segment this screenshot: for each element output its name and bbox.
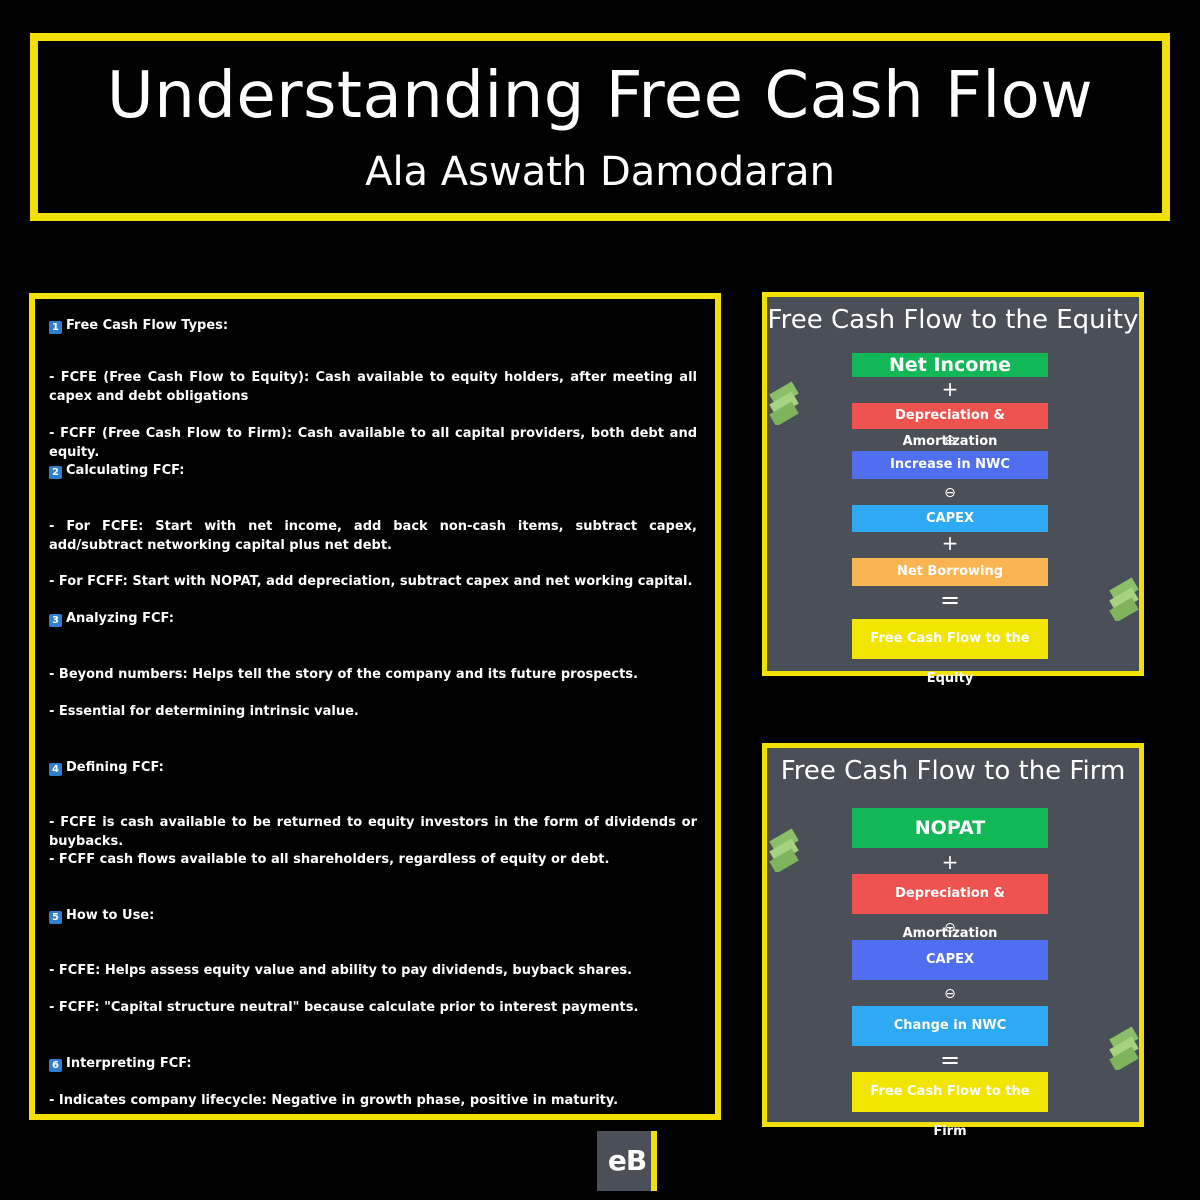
fcfe-net-borrowing-box: Net Borrowing — [852, 558, 1048, 586]
plus-icon: + — [941, 377, 959, 401]
fcfe-nwc-box: Increase in NWC — [852, 451, 1048, 479]
note-line: - Indicates company lifecycle: Negative … — [49, 1093, 619, 1108]
page-subtitle: Ala Aswath Damodaran — [365, 149, 835, 195]
logo-accent-bar — [651, 1131, 657, 1191]
fcff-depreciation-box: Depreciation & Amortization — [852, 874, 1048, 941]
note-line: - FCFE (Free Cash Flow to Equity): Cash … — [49, 370, 697, 404]
minus-icon: ⊖ — [944, 485, 956, 501]
money-stack-icon — [1109, 577, 1139, 621]
brand-logo: eB — [597, 1131, 657, 1191]
plus-icon: + — [941, 531, 959, 555]
money-stack-icon — [769, 828, 799, 872]
fcff-nwc-box: Change in NWC — [852, 1006, 1048, 1046]
fcfe-title: Free Cash Flow to the Equity — [767, 305, 1139, 335]
note-line: - FCFE: Helps assess equity value and ab… — [49, 963, 633, 978]
header-banner: Understanding Free Cash Flow Ala Aswath … — [30, 33, 1170, 221]
note-line: - FCFE is cash available to be returned … — [49, 815, 697, 849]
fcff-capex-box: CAPEX — [852, 940, 1048, 980]
number-2-icon: 2 — [49, 466, 62, 479]
plus-icon: + — [941, 850, 959, 874]
number-1-icon: 1 — [49, 321, 62, 334]
note-line: - For FCFF: Start with NOPAT, add deprec… — [49, 574, 693, 589]
note-line: - FCFF (Free Cash Flow to Firm): Cash av… — [49, 426, 697, 460]
money-stack-icon — [769, 381, 799, 425]
equals-icon: = — [939, 586, 961, 614]
number-6-icon: 6 — [49, 1059, 62, 1072]
fcff-diagram: Free Cash Flow to the Firm NOPAT + Depre… — [762, 743, 1144, 1139]
note-line: - Essential for determining intrinsic va… — [49, 704, 359, 719]
fcfe-diagram: Free Cash Flow to the Equity Net Income … — [762, 292, 1144, 686]
number-5-icon: 5 — [49, 911, 62, 924]
money-stack-icon — [1109, 1026, 1139, 1070]
minus-icon: ⊖ — [944, 986, 956, 1002]
fcff-nopat-box: NOPAT — [852, 808, 1048, 848]
minus-icon: ⊖ — [944, 920, 956, 936]
fcff-result-box: Free Cash Flow to the Firm — [852, 1072, 1048, 1139]
equals-icon: = — [939, 1046, 961, 1074]
number-4-icon: 4 — [49, 763, 62, 776]
note-line: - Beyond numbers: Helps tell the story o… — [49, 667, 638, 682]
logo-text: eB — [607, 1144, 647, 1177]
fcfe-result-box: Free Cash Flow to the Equity — [852, 619, 1048, 686]
note-line: - FCFF cash flows available to all share… — [49, 852, 610, 867]
fcfe-capex-box: CAPEX — [852, 505, 1048, 532]
fcfe-net-income-box: Net Income — [852, 353, 1048, 377]
note-line: - For FCFE: Start with net income, add b… — [49, 519, 697, 553]
note-line: - FCFF: "Capital structure neutral" beca… — [49, 1000, 639, 1015]
minus-icon: ⊖ — [944, 433, 956, 449]
number-3-icon: 3 — [49, 614, 62, 627]
fcff-title: Free Cash Flow to the Firm — [780, 756, 1126, 786]
page-title: Understanding Free Cash Flow — [106, 59, 1094, 133]
fcfe-depreciation-box: Depreciation & Amortization — [852, 403, 1048, 449]
